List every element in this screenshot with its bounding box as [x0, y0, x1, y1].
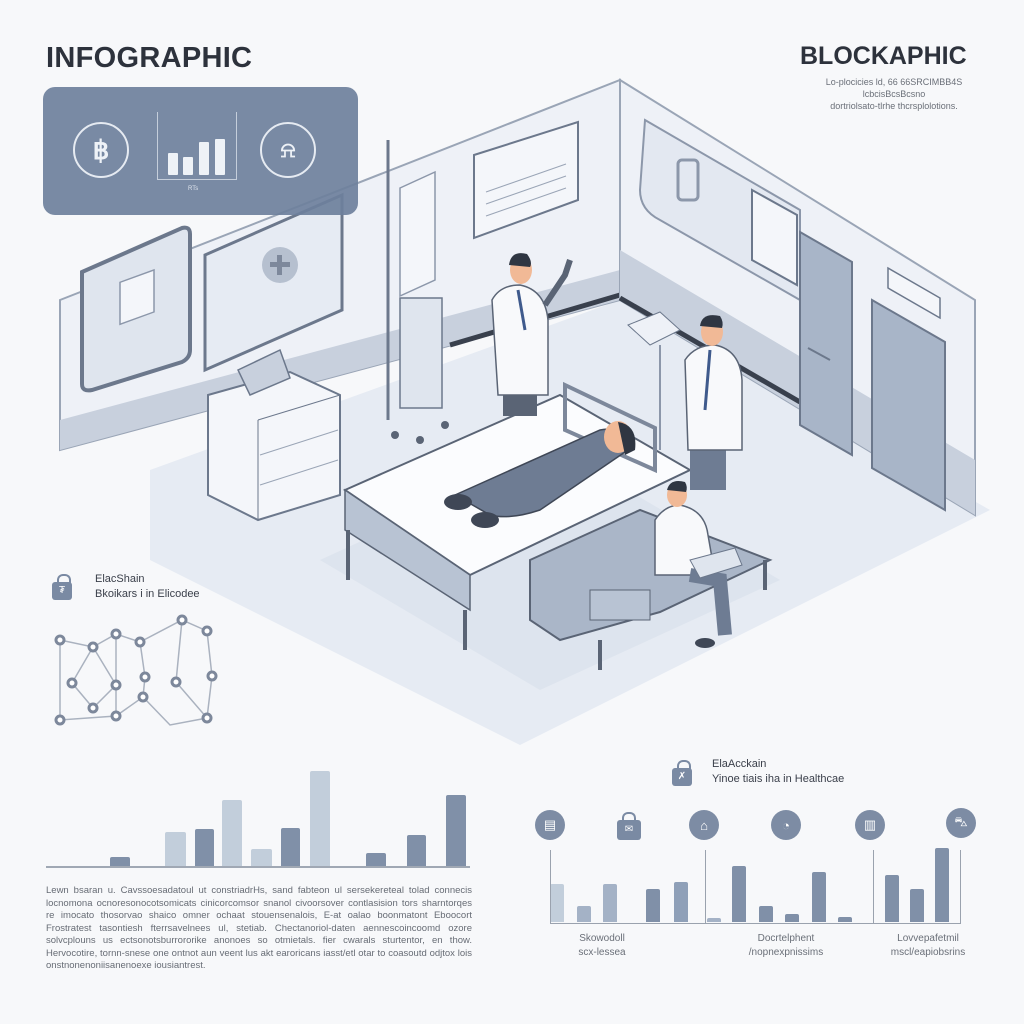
chart-bar	[674, 882, 688, 922]
monitor-chart-icon: ◔	[771, 810, 801, 840]
blockaphic-subtitle: Lo-plocicies ld, 66 66SRCIMBB4S lcbcisBc…	[794, 76, 994, 112]
chart-bar	[759, 906, 773, 922]
hospital-building-icon: ▥	[855, 810, 885, 840]
chart-axis	[960, 850, 961, 924]
doctor-seated	[654, 481, 743, 648]
infographic-title: INFOGRAPHIC	[46, 42, 253, 74]
chart-bar	[935, 848, 949, 922]
ambulance-icon: ⛍	[946, 808, 976, 838]
chart-bar	[251, 849, 272, 866]
left-bar-chart	[46, 760, 470, 868]
chart-axis	[550, 850, 551, 924]
chart-bar	[577, 906, 591, 922]
chart-axis	[873, 850, 874, 924]
chart-axis	[705, 923, 875, 924]
chart-axis	[46, 866, 470, 868]
bell-icon: ⍾	[260, 122, 316, 178]
network-building-icon: ⌂	[689, 810, 719, 840]
chart-axis	[705, 850, 706, 924]
body-paragraph: Lewn bsaran u. Cavssoesadatoul ut constr…	[46, 885, 472, 971]
tablet	[689, 547, 743, 579]
lock-document-icon: ▤	[535, 810, 565, 840]
mini-bar	[183, 157, 193, 175]
chart-bar	[281, 828, 300, 866]
lock-icon: ₮	[52, 574, 72, 600]
chart-bar	[603, 884, 617, 922]
chart-axis	[873, 923, 961, 924]
blockchain-label-line-2: Bkoikars i in Elicodee	[95, 588, 200, 600]
chart-bar	[310, 771, 330, 866]
grouped-chart-1-caption: Skowodoll scx-lessea	[578, 933, 626, 958]
healthcare-label-line-1: ElaAcckain	[712, 758, 767, 770]
blockchain-label-line-1: ElacShain	[95, 573, 145, 585]
mini-chart-caption: RTs	[188, 186, 199, 192]
wall-monitor	[203, 192, 344, 373]
doctor-standing-right	[627, 311, 743, 490]
bitcoin-icon: ฿	[73, 122, 129, 178]
chart-bar	[707, 918, 721, 922]
chart-bar	[195, 829, 214, 866]
mini-bar	[215, 139, 225, 175]
chart-bar	[550, 884, 564, 922]
grouped-chart-1	[550, 850, 705, 924]
door-2	[871, 298, 946, 512]
chart-bar	[785, 914, 799, 922]
grouped-chart-3	[873, 848, 961, 924]
grouped-chart-3-caption: Lovvepafetmil mscl/eapiobsrins	[890, 933, 966, 958]
grouped-chart-2-caption: Docrtelphent /nopnexpnissims	[748, 933, 824, 958]
subtitle-line-1: Lo-plocicies ld, 66 66SRCIMBB4S lcbcisBc…	[825, 77, 963, 99]
chart-bar	[165, 832, 186, 866]
healthcare-label: ElaAcckain Yinoe tiais iha in Healthcae	[712, 757, 844, 787]
chart-bar	[812, 872, 826, 922]
grouped-chart-2	[705, 850, 875, 924]
mini-bar	[199, 142, 209, 175]
chart-bar	[366, 853, 386, 866]
chart-bar	[407, 835, 426, 866]
chart-bar	[222, 800, 242, 866]
laptop	[236, 348, 291, 396]
feature-icon-panel: ฿ RTs ⍾	[43, 87, 358, 215]
blockchain-label: ElacShain Bkoikars i in Elicodee	[95, 572, 200, 602]
subtitle-line-2: dortriolsato-tlrhe thcrsplolotions.	[830, 101, 958, 111]
mini-bar	[168, 153, 178, 175]
chart-axis	[550, 923, 705, 924]
chart-bar	[910, 889, 924, 922]
doctor-standing-left	[491, 253, 573, 416]
blockaphic-title: BLOCKAPHIC	[800, 42, 967, 70]
chart-bar	[885, 875, 899, 922]
lock-icon: ✗	[672, 760, 692, 786]
chart-bar	[646, 889, 660, 922]
chart-bar	[110, 857, 130, 866]
healthcare-label-line-2: Yinoe tiais iha in Healthcae	[712, 773, 845, 785]
door-1	[799, 230, 853, 457]
cabinet	[207, 370, 341, 522]
chart-bar	[732, 866, 746, 922]
bar-chart-icon: RTs	[157, 112, 237, 192]
chart-bar	[838, 917, 852, 922]
chart-bar	[446, 795, 466, 866]
envelope-lock-icon: ✉	[617, 812, 641, 840]
